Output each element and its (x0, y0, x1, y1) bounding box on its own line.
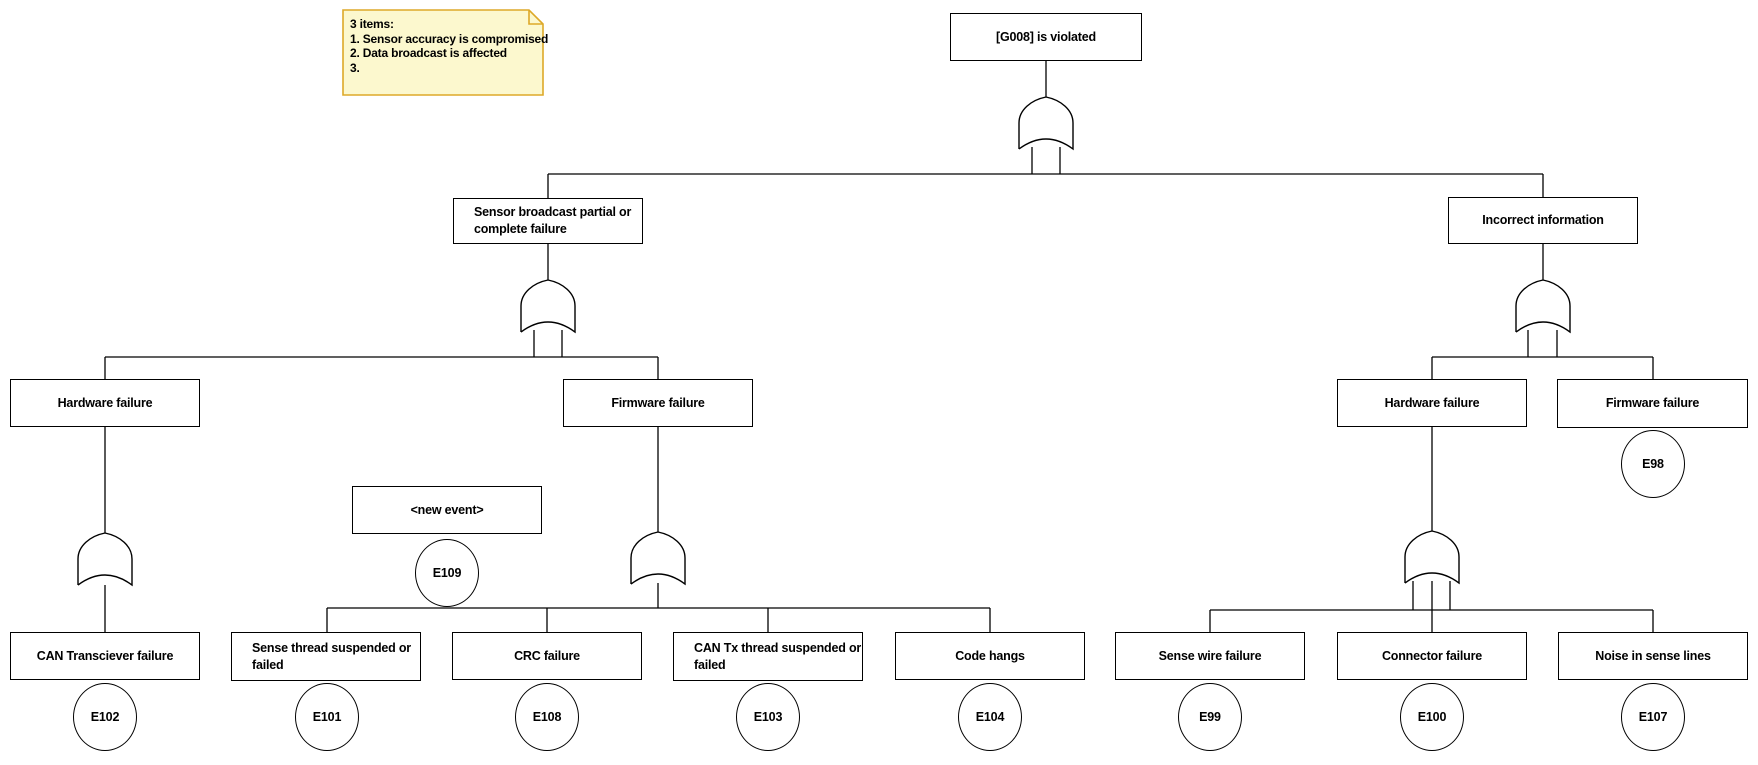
sticky-note[interactable]: 3 items: 1. Sensor accuracy is compromis… (343, 10, 549, 95)
node-label: CAN Tx thread suspended or failed (694, 640, 861, 674)
event-e98[interactable]: E98 (1621, 430, 1685, 498)
node-sense-wire-failure[interactable]: Sense wire failure (1115, 632, 1305, 680)
event-e108[interactable]: E108 (515, 683, 579, 751)
node-label: Sensor broadcast partial or complete fai… (474, 204, 631, 238)
node-label: Firmware failure (611, 395, 705, 410)
note-shape[interactable] (342, 9, 544, 96)
node-label-line: CAN Tx thread suspended or (694, 640, 862, 655)
node-hardware-failure-left[interactable]: Hardware failure (10, 379, 200, 427)
note-fold-corner-icon (528, 10, 543, 25)
node-incorrect-information[interactable]: Incorrect information (1448, 197, 1638, 244)
node-noise-in-sense-lines[interactable]: Noise in sense lines (1558, 632, 1748, 680)
node-crc-failure[interactable]: CRC failure (452, 632, 642, 680)
event-e104[interactable]: E104 (958, 683, 1022, 751)
note-body[interactable] (342, 9, 544, 96)
event-e102[interactable]: E102 (73, 683, 137, 751)
event-label: E107 (1638, 710, 1668, 724)
event-label: E103 (753, 710, 783, 724)
node-label-line: failed (252, 657, 284, 672)
node-g008-violated[interactable]: [G008] is violated (950, 13, 1142, 61)
node-label: [G008] is violated (996, 29, 1096, 44)
node-sense-thread-suspended[interactable]: Sense thread suspended or failed (231, 632, 421, 681)
node-label: Firmware failure (1605, 396, 1700, 410)
event-e100[interactable]: E100 (1400, 683, 1464, 751)
event-label: E98 (1642, 457, 1664, 471)
event-label: E104 (975, 710, 1005, 724)
node-label-line: Sensor broadcast partial or (474, 205, 632, 219)
node-connector-failure[interactable]: Connector failure (1337, 632, 1527, 680)
node-label: Connector failure (1381, 648, 1483, 663)
or-gate-sensor-broadcast[interactable] (520, 279, 576, 334)
node-can-tx-thread-suspended[interactable]: CAN Tx thread suspended or failed (673, 632, 863, 681)
node-label: CAN Transciever failure (36, 648, 174, 663)
node-label: Incorrect information (1482, 213, 1604, 227)
node-firmware-failure-left[interactable]: Firmware failure (563, 379, 753, 427)
node-hardware-failure-right[interactable]: Hardware failure (1337, 379, 1527, 427)
node-label-line: failed (694, 657, 726, 672)
event-e101[interactable]: E101 (295, 683, 359, 751)
node-label: Noise in sense lines (1595, 648, 1711, 663)
event-label: E108 (532, 710, 562, 724)
note-line: 3. (350, 60, 360, 75)
or-gate-incorrect-information[interactable] (1515, 279, 1571, 334)
note-line: 2. Data broadcast is affected (350, 46, 507, 60)
event-label: E102 (90, 710, 120, 724)
event-e107[interactable]: E107 (1621, 683, 1685, 751)
node-code-hangs[interactable]: Code hangs (895, 632, 1085, 680)
node-label: <new event> (410, 502, 484, 517)
event-label: E109 (432, 566, 462, 580)
node-label: Sense thread suspended or failed (252, 640, 411, 674)
node-label: Sense wire failure (1158, 648, 1262, 663)
node-label: CRC failure (514, 648, 580, 663)
node-new-event[interactable]: <new event> (352, 486, 542, 534)
node-firmware-failure-right[interactable]: Firmware failure (1557, 379, 1748, 428)
or-gate-firmware-left[interactable] (630, 531, 686, 586)
or-gate-hardware-left[interactable] (77, 532, 133, 587)
event-label: E99 (1199, 710, 1221, 724)
event-e99[interactable]: E99 (1178, 683, 1242, 751)
node-label: Code hangs (955, 648, 1025, 663)
event-label: E100 (1417, 710, 1447, 724)
or-gate-hardware-right[interactable] (1404, 530, 1460, 585)
note-line: 1. Sensor accuracy is compromised (350, 31, 549, 46)
node-label-line: complete failure (474, 222, 567, 236)
event-e109[interactable]: E109 (415, 539, 479, 607)
note-line: 3 items: (350, 17, 394, 31)
event-e103[interactable]: E103 (736, 683, 800, 751)
node-label: Hardware failure (57, 395, 153, 410)
or-gate-top[interactable] (1018, 96, 1074, 151)
node-sensor-broadcast-failure[interactable]: Sensor broadcast partial or complete fai… (453, 198, 643, 244)
connectors (104, 61, 1654, 632)
node-label-line: Sense thread suspended or (252, 640, 411, 655)
node-can-transciever-failure[interactable]: CAN Transciever failure (10, 632, 200, 680)
node-label: Hardware failure (1384, 395, 1480, 410)
event-label: E101 (312, 710, 342, 724)
